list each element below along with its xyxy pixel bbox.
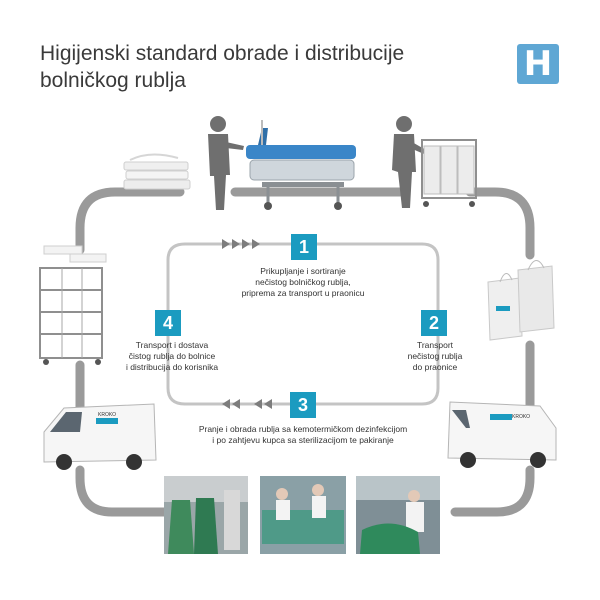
laundry-sorter-cart-icon bbox=[421, 139, 477, 207]
inner-loop-path bbox=[166, 242, 440, 406]
title-line-1: Higijenski standard obrade i distribucij… bbox=[40, 42, 405, 65]
step-3-badge: 3 bbox=[290, 392, 316, 418]
page-title: Higijenski standard obrade i distribucij… bbox=[40, 40, 404, 94]
arrow-left-icon bbox=[264, 399, 272, 409]
step-3-line: Pranje i obrada rublja sa kemotermičkom … bbox=[198, 424, 408, 434]
photo-panel-1 bbox=[164, 476, 248, 554]
logo-letter: H bbox=[523, 44, 553, 84]
step-1-line: Prikupljanje i sortiranje bbox=[260, 266, 346, 276]
arrow-left-icon bbox=[222, 399, 230, 409]
outer-loop-path bbox=[75, 187, 535, 517]
arrows-top bbox=[222, 239, 260, 249]
photo-panel-3 bbox=[356, 476, 440, 554]
step-1-line: priprema za transport u praonicu bbox=[241, 288, 365, 298]
step-2-line: do praonice bbox=[412, 362, 458, 372]
step-1-line: nečistog bolničkog rublja, bbox=[255, 277, 351, 287]
step-4-badge: 4 bbox=[155, 310, 181, 336]
hospital-bed-icon bbox=[246, 120, 356, 210]
person-right-icon bbox=[392, 116, 426, 208]
step-2-text: Transport nečistog rublja do praonice bbox=[390, 340, 480, 373]
van-right-brand: KROKO bbox=[512, 414, 530, 420]
step-1-text: Prikupljanje i sortiranje nečistog bolni… bbox=[220, 266, 386, 299]
step-1-badge: 1 bbox=[291, 234, 317, 260]
title-line-2: bolničkog rublja bbox=[40, 69, 186, 92]
step-4-line: Transport i dostava bbox=[135, 340, 209, 350]
step-4-text: Transport i dostava čistog rublja do bol… bbox=[118, 340, 226, 373]
person-left-icon bbox=[208, 116, 244, 210]
step-2-line: nečistog rublja bbox=[407, 351, 463, 361]
big-bags-icon bbox=[487, 260, 555, 341]
step-4-line: i distribucija do korisnika bbox=[125, 362, 219, 372]
arrows-bottom bbox=[222, 399, 272, 409]
arrow-right-icon bbox=[222, 239, 230, 249]
arrow-left-icon bbox=[254, 399, 262, 409]
hospital-logo: H bbox=[517, 44, 559, 84]
step-3-line: i po zahtjevu kupca sa sterilizacijom te… bbox=[212, 435, 394, 445]
step-4-line: čistog rublja do bolnice bbox=[128, 351, 216, 361]
arrow-left-icon bbox=[232, 399, 240, 409]
arrow-right-icon bbox=[242, 239, 250, 249]
delivery-van-right-icon: KROKO bbox=[447, 401, 557, 468]
step-3-text: Pranje i obrada rublja sa kemotermičkom … bbox=[180, 424, 426, 446]
step-2-line: Transport bbox=[416, 340, 454, 350]
linen-trolley-icon bbox=[39, 245, 107, 365]
step-2-badge: 2 bbox=[421, 310, 447, 336]
photo-panel-2 bbox=[260, 476, 346, 554]
arrow-right-icon bbox=[252, 239, 260, 249]
folded-sheets-icon bbox=[123, 153, 191, 190]
delivery-van-left-icon: KROKO bbox=[43, 403, 157, 470]
arrow-right-icon bbox=[232, 239, 240, 249]
van-left-brand: KROKO bbox=[98, 412, 116, 418]
